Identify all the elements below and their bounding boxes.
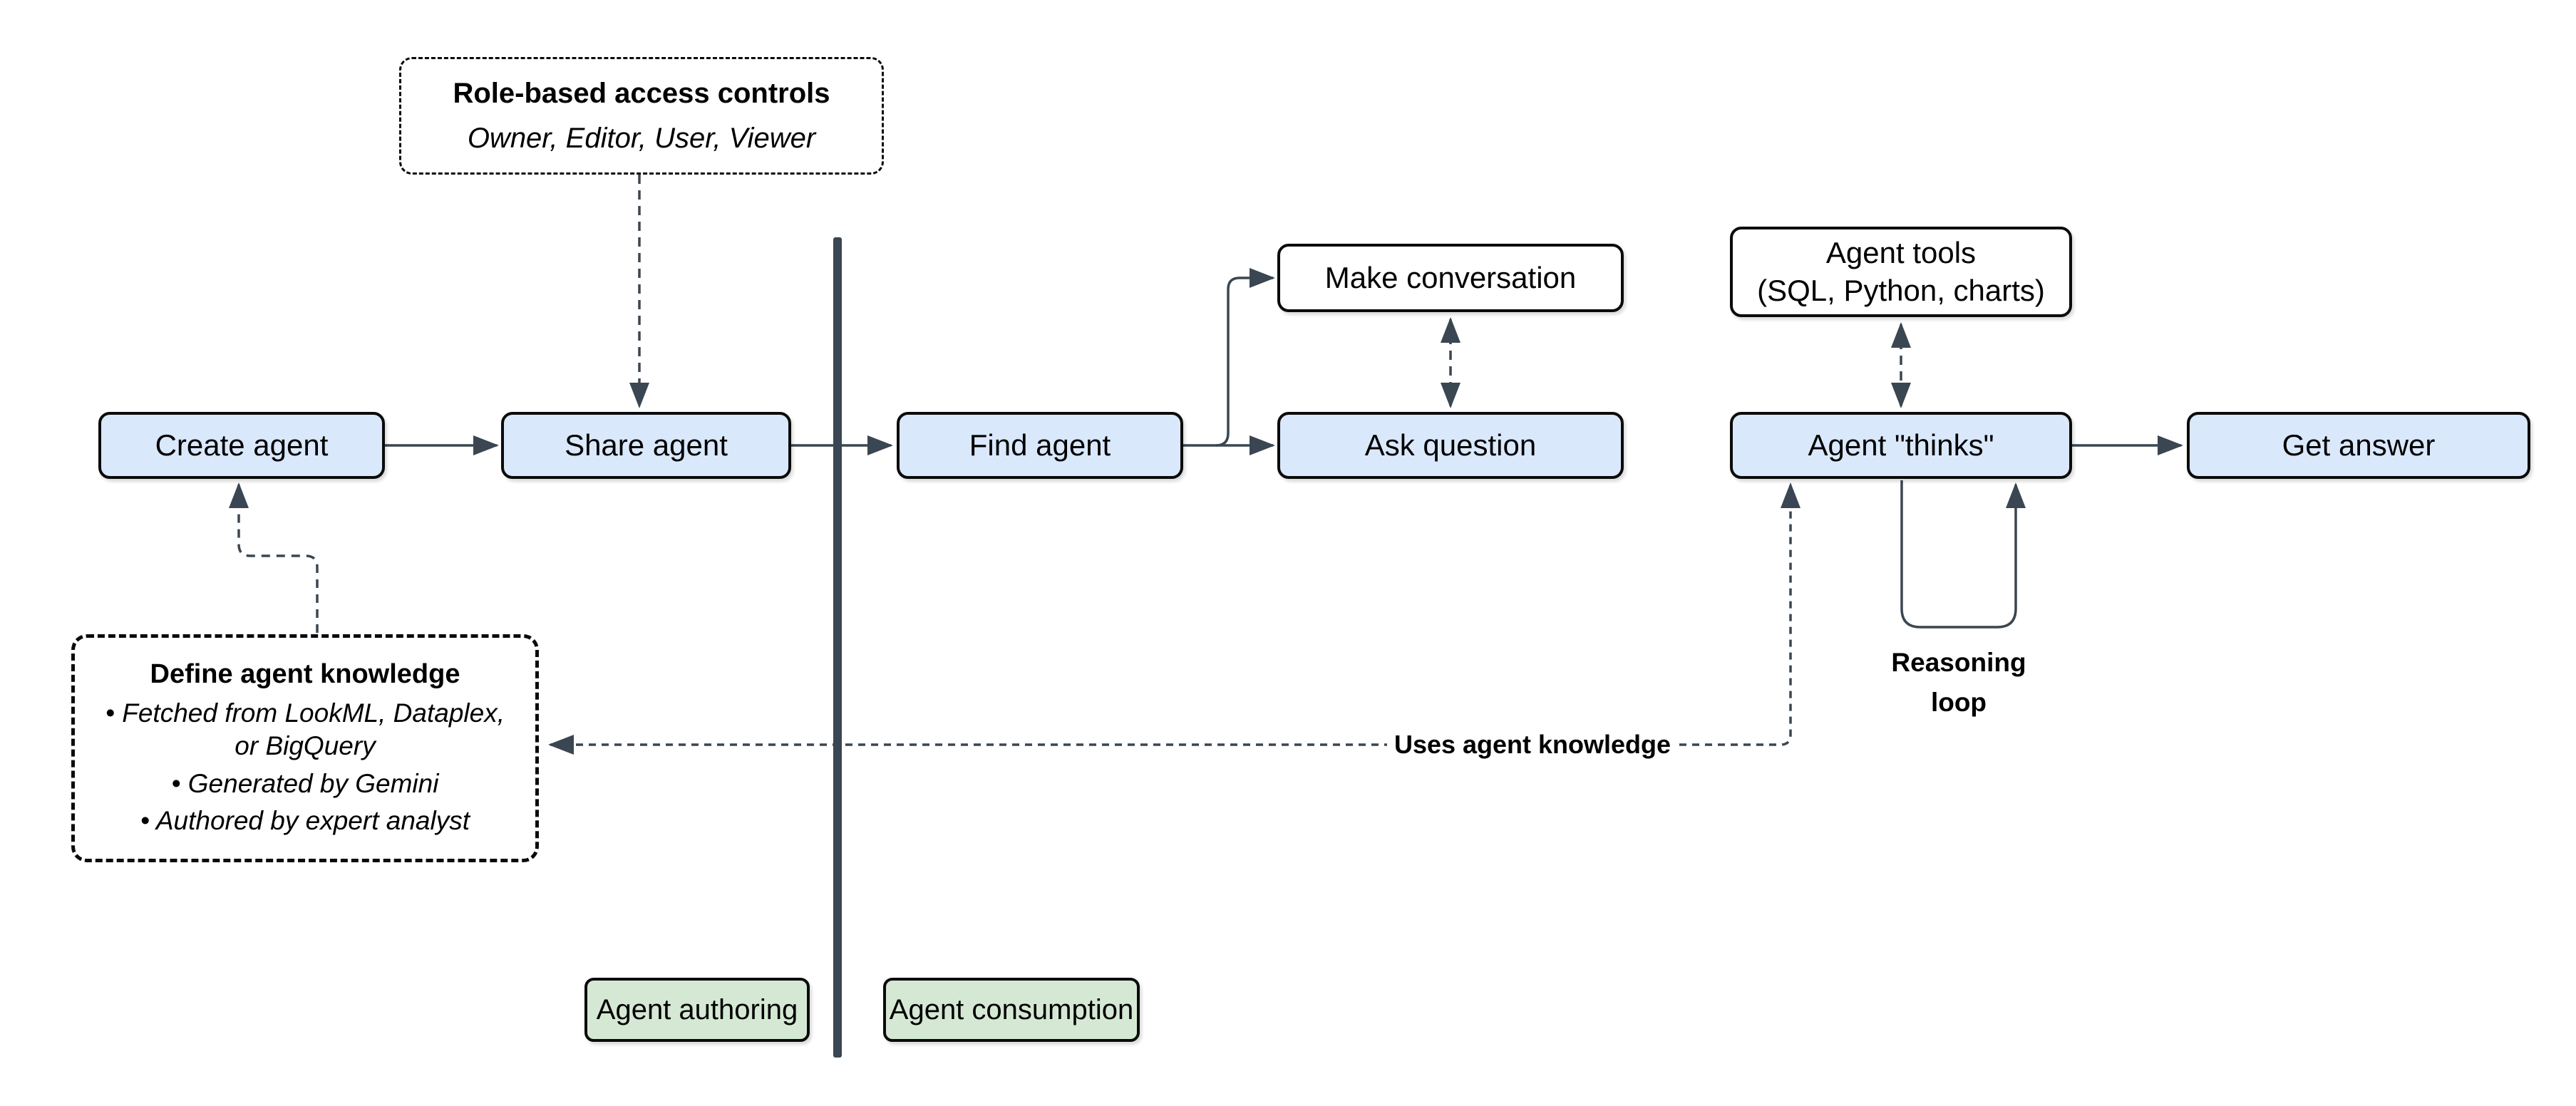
node-make-conversation-label: Make conversation bbox=[1324, 260, 1577, 294]
node-find-agent-label: Find agent bbox=[969, 428, 1111, 462]
note-role-based-access-title: Role-based access controls bbox=[453, 77, 830, 109]
node-ask-question: Ask question bbox=[1277, 412, 1624, 479]
knowledge-bullet-analyst: • Authored by expert analyst bbox=[140, 805, 470, 835]
node-get-answer: Get answer bbox=[2187, 412, 2530, 479]
node-ask-question-label: Ask question bbox=[1364, 428, 1537, 462]
note-define-agent-knowledge: Define agent knowledge • Fetched from Lo… bbox=[71, 634, 539, 862]
node-share-agent: Share agent bbox=[501, 412, 791, 479]
node-agent-tools: Agent tools (SQL, Python, charts) bbox=[1730, 227, 2072, 317]
section-divider bbox=[833, 237, 842, 1058]
connector-reasoning-loop bbox=[1900, 480, 2026, 629]
tag-agent-consumption-label: Agent consumption bbox=[889, 994, 1134, 1025]
node-share-agent-label: Share agent bbox=[565, 428, 728, 462]
node-get-answer-label: Get answer bbox=[2282, 428, 2436, 462]
node-create-agent-label: Create agent bbox=[155, 428, 329, 462]
knowledge-bullet-gemini: • Generated by Gemini bbox=[171, 768, 439, 798]
note-define-agent-knowledge-bullets: • Fetched from LookML, Dataplex, or BigQ… bbox=[105, 697, 505, 837]
note-role-based-access-subtitle: Owner, Editor, User, Viewer bbox=[467, 122, 816, 154]
label-uses-agent-knowledge: Uses agent knowledge bbox=[1386, 730, 1679, 760]
note-role-based-access: Role-based access controls Owner, Editor… bbox=[399, 57, 884, 175]
connector-find-to-make-conversation bbox=[1215, 268, 1275, 447]
connector-uses-knowledge bbox=[548, 482, 1800, 755]
node-agent-thinks: Agent "thinks" bbox=[1730, 412, 2072, 479]
node-agent-tools-label: Agent tools (SQL, Python, charts) bbox=[1757, 236, 2045, 307]
tag-agent-authoring-label: Agent authoring bbox=[596, 994, 798, 1025]
node-agent-thinks-label: Agent "thinks" bbox=[1808, 428, 1994, 462]
tag-agent-authoring: Agent authoring bbox=[584, 978, 810, 1042]
knowledge-bullet-sources: • Fetched from LookML, Dataplex, or BigQ… bbox=[105, 698, 505, 761]
note-define-agent-knowledge-title: Define agent knowledge bbox=[150, 659, 460, 689]
connector-knowledge-to-create bbox=[229, 482, 319, 633]
tag-agent-consumption: Agent consumption bbox=[883, 978, 1140, 1042]
node-create-agent: Create agent bbox=[98, 412, 385, 479]
node-make-conversation: Make conversation bbox=[1277, 244, 1624, 312]
label-reasoning-loop: Reasoning loop bbox=[1891, 648, 2026, 717]
node-find-agent: Find agent bbox=[897, 412, 1183, 479]
